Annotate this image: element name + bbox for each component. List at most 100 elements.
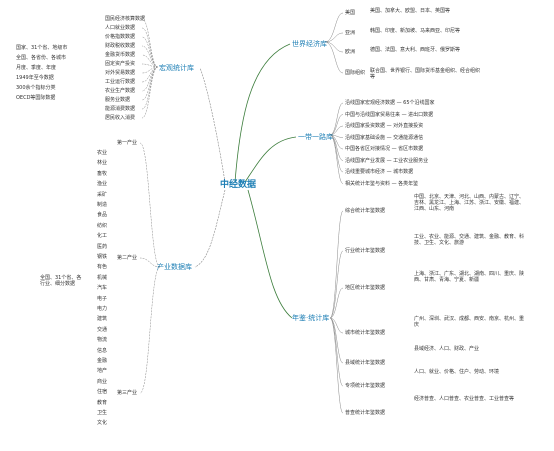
industry-item[interactable]: 商业 (97, 378, 108, 385)
macro-row[interactable]: 能源消费数据 (105, 106, 136, 112)
yearbook-row-label[interactable]: 综合统计年鉴数据 (345, 208, 386, 214)
macro-left-item[interactable]: 1949年至今数据 (16, 75, 54, 81)
industry-item[interactable]: 物流 (97, 337, 108, 344)
industry-item[interactable]: 渔业 (97, 181, 108, 188)
macro-row[interactable]: 服务业数据 (105, 97, 131, 103)
industry-item[interactable]: 地产 (97, 368, 108, 375)
macro-left-item[interactable]: 全国、各省份、各城市 (16, 55, 67, 61)
hub-world[interactable]: 世界经济库 (292, 40, 327, 48)
world-row-label[interactable]: 国际组织 (345, 70, 366, 76)
macro-row[interactable]: 居民收入消费 (105, 115, 136, 121)
industry-item[interactable]: 钢铁 (97, 254, 108, 260)
industry-item[interactable]: 卫生 (97, 410, 108, 416)
connector (141, 18, 159, 68)
industry-item[interactable]: 林业 (97, 160, 108, 167)
industry-item[interactable]: 信息 (97, 347, 108, 354)
yearbook-row-detail[interactable]: 县域经济、人口、财政、产业 (414, 346, 480, 352)
yearbook-row-label[interactable]: 普查统计年鉴数据 (345, 410, 386, 416)
industry-item[interactable]: 有色 (97, 264, 108, 271)
connector (324, 41, 344, 74)
yearbook-row-detail[interactable]: 人口、就业、价格、住户、劳动、环境 (414, 369, 500, 375)
connector (141, 66, 159, 101)
connector (329, 102, 344, 136)
macro-row[interactable]: 人口就业数据 (105, 25, 136, 31)
belt-row[interactable]: 中国各省区对接情况 — 省区市数据 (345, 146, 424, 152)
world-row-detail[interactable]: 德国、法国、意大利、西班牙、俄罗斯等 (370, 47, 461, 53)
industry-item[interactable]: 电力 (97, 306, 108, 312)
industry-item[interactable]: 交通 (97, 326, 108, 333)
industry-item[interactable]: 汽车 (97, 285, 108, 292)
belt-row[interactable]: 中国与沿线国家贸易往来 — 进出口数据 (345, 111, 434, 118)
industry-item[interactable]: 金融 (97, 358, 108, 364)
industry-item[interactable]: 畜牧 (97, 170, 108, 177)
connector (324, 41, 344, 53)
belt-row[interactable]: 沿线重要城市经济 — 城市数据 (345, 169, 414, 175)
macro-row[interactable]: 工业运行数据 (105, 79, 136, 85)
world-row-label[interactable]: 美国 (345, 10, 356, 16)
belt-row[interactable]: 相关统计年鉴与资料 — 各类年鉴 (345, 180, 419, 187)
world-row-detail[interactable]: 韩国、印度、新加坡、马来西亚、印尼等 (370, 28, 461, 34)
industry-item[interactable]: 食品 (97, 212, 108, 219)
world-row-detail[interactable]: 联合国、世界银行、国际货币基金组织、经合组织等 (370, 68, 481, 80)
industry-group[interactable]: 第二产业 (117, 255, 138, 261)
industry-item[interactable]: 电子 (97, 295, 108, 302)
connector (329, 317, 344, 334)
world-row-detail[interactable]: 美国、加拿大、欧盟、日本、英国等 (370, 8, 451, 14)
macro-row[interactable]: 金融货币数据 (105, 52, 136, 58)
connector (329, 134, 344, 138)
industry-group[interactable]: 第三产业 (117, 390, 138, 396)
yearbook-row-detail[interactable]: 工业、农业、能源、交通、建筑、金融、教育、科技、卫生、文化、旅游 (414, 234, 525, 246)
belt-row[interactable]: 沿线国家基础设施 — 交通能源通信 (345, 134, 424, 141)
hub-belt[interactable]: 一带一路库 (298, 133, 333, 141)
macro-row[interactable]: 价格指数数据 (105, 34, 136, 40)
macro-row[interactable]: 对外贸易数据 (105, 70, 136, 76)
industry-item[interactable]: 化工 (97, 233, 108, 240)
hub-industry[interactable]: 产业数据库 (157, 263, 192, 271)
yearbook-row-detail[interactable]: 广州、深圳、武汉、成都、西安、南京、杭州、重庆 (414, 316, 525, 328)
industry-item[interactable]: 住宿 (97, 389, 108, 396)
macro-left-item[interactable]: OECD等国际数据 (16, 95, 56, 101)
connector (141, 66, 159, 74)
yearbook-row-label[interactable]: 县域统计年鉴数据 (345, 360, 386, 366)
connector (329, 114, 344, 136)
world-row-label[interactable]: 亚洲 (345, 30, 356, 36)
connector (329, 134, 344, 184)
macro-row[interactable]: 农业生产数据 (105, 88, 136, 94)
industry-item[interactable]: 教育 (97, 399, 108, 406)
root-node[interactable]: 中经数据 (220, 180, 257, 190)
industry-item[interactable]: 机械 (97, 274, 108, 281)
hub-yearbook[interactable]: 年鉴·统计库 (292, 314, 330, 322)
macro-row[interactable]: 国民经济核算数据 (105, 16, 146, 22)
macro-left-item[interactable]: 300余个指标分类 (16, 85, 56, 91)
yearbook-row-label[interactable]: 专项统计年鉴数据 (345, 383, 386, 389)
belt-row[interactable]: 沿线国家宏观经济数据 — 65个沿线国家 (345, 100, 435, 106)
yearbook-row-detail[interactable]: 中国、北京、天津、河北、山西、内蒙古、辽宁、吉林、黑龙江、上海、江苏、浙江、安徽… (414, 194, 525, 212)
industry-item[interactable]: 农业 (97, 150, 108, 156)
industry-item[interactable]: 文化 (97, 420, 108, 427)
industry-item[interactable]: 建筑 (97, 316, 108, 323)
yearbook-row-detail[interactable]: 上海、浙江、广东、湖北、湖南、四川、重庆、陕西、甘肃、青海、宁夏、新疆 (414, 271, 525, 283)
connector (329, 125, 344, 136)
belt-row[interactable]: 沿线国家投资数据 — 对外直接投资 (345, 123, 424, 129)
yearbook-row-label[interactable]: 行业统计年鉴数据 (345, 248, 386, 254)
macro-row[interactable]: 财政税收数据 (105, 43, 136, 49)
macro-left-item[interactable]: 国家、31个省、地级市 (16, 45, 68, 51)
hub-macro[interactable]: 宏观统计库 (159, 64, 194, 72)
yearbook-row-label[interactable]: 城市统计年鉴数据 (345, 330, 386, 336)
connector (244, 136, 297, 183)
belt-row[interactable]: 沿线国家产业发展 — 工业农业服务业 (345, 157, 429, 164)
world-row-label[interactable]: 欧洲 (345, 49, 356, 55)
connector (324, 12, 344, 43)
connector (199, 67, 226, 183)
macro-left-item[interactable]: 月度、季度、年度 (16, 65, 57, 71)
industry-item[interactable]: 医药 (97, 243, 108, 250)
yearbook-row-label[interactable]: 地区统计年鉴数据 (345, 285, 386, 291)
connector (141, 66, 159, 110)
industry-item[interactable]: 采矿 (97, 191, 108, 198)
industry-group[interactable]: 第一产业 (117, 140, 138, 146)
industry-side[interactable]: 全国、31个省、各行业、细分数据 (40, 275, 82, 287)
yearbook-row-detail[interactable]: 经济普查、人口普查、农业普查、工业普查等 (414, 396, 515, 402)
industry-item[interactable]: 纺织 (97, 222, 108, 229)
macro-row[interactable]: 固定资产投资 (105, 61, 136, 67)
industry-item[interactable]: 制造 (97, 202, 108, 208)
